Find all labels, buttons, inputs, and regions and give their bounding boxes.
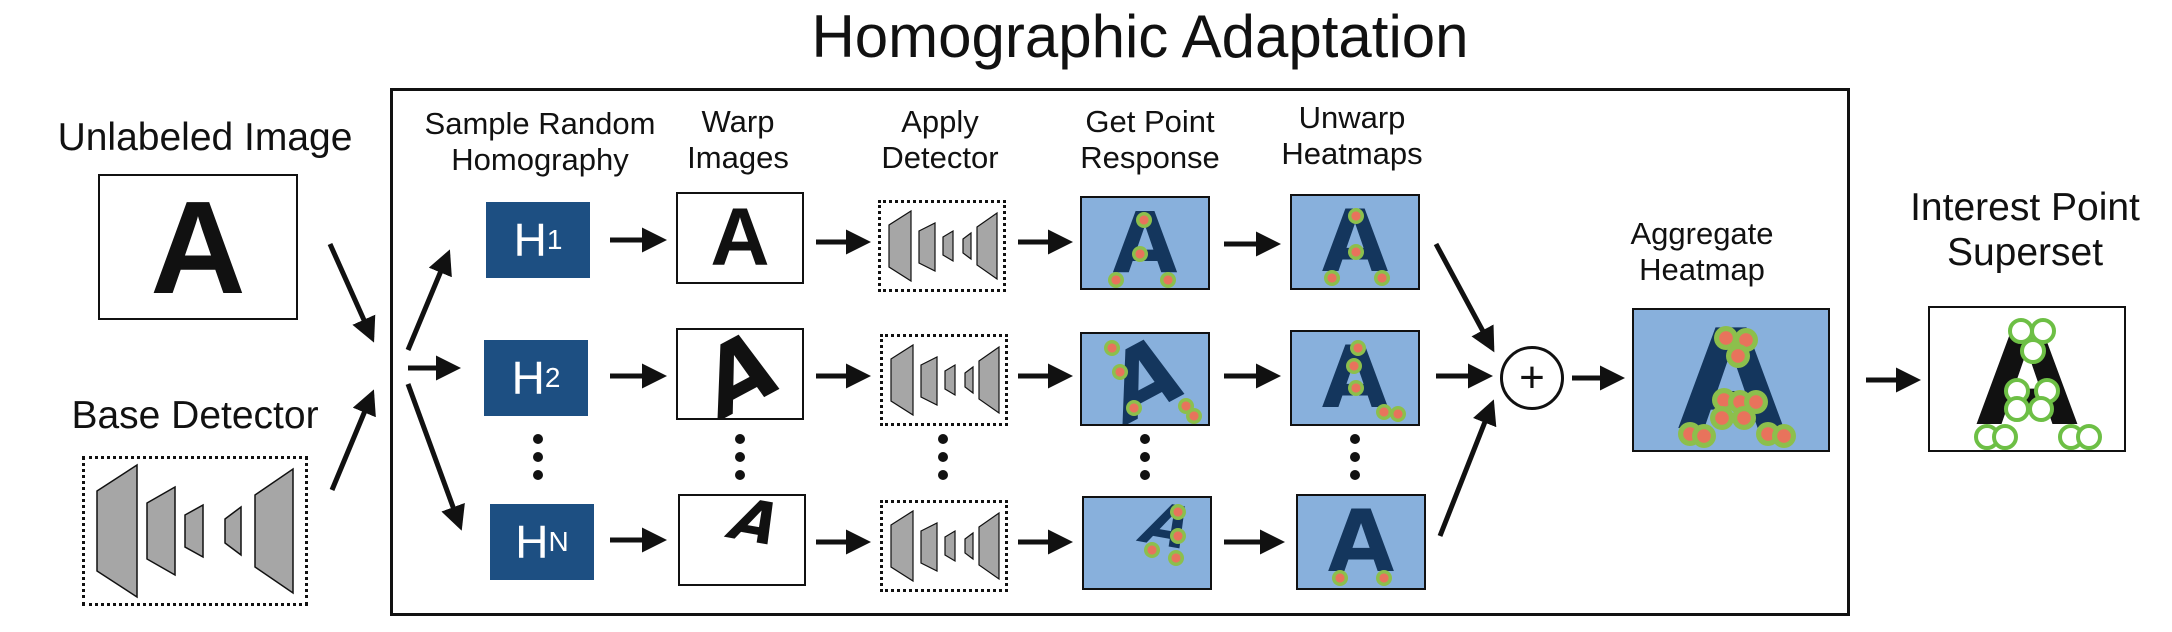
homography-h2-sub: 2 xyxy=(544,362,561,393)
homography-h1-sub: 1 xyxy=(546,224,563,255)
arrow-detector-in xyxy=(329,389,376,491)
continuation-dots xyxy=(735,434,745,488)
keypoint xyxy=(1348,208,1364,224)
continuation-dots xyxy=(1350,434,1360,488)
warped-image-1: A xyxy=(676,192,804,284)
continuation-dots xyxy=(1140,434,1150,488)
column-sample-homography: Sample Random Homography xyxy=(424,106,656,177)
continuation-dots xyxy=(533,434,543,488)
process-frame xyxy=(390,88,1850,616)
unlabeled-image-box: A xyxy=(98,174,298,320)
keypoint xyxy=(1132,246,1148,262)
keypoint xyxy=(1772,424,1796,448)
keypoint xyxy=(1376,404,1392,420)
arrow-unwarpn-sum xyxy=(1437,399,1497,537)
keypoint xyxy=(1112,364,1128,380)
homography-hn-base: H xyxy=(515,516,549,568)
homography-h2-base: H xyxy=(511,352,545,404)
detector-network-icon-small xyxy=(888,209,998,283)
sum-node: + xyxy=(1500,346,1564,410)
warped-image-n: A xyxy=(678,494,806,586)
base-detector-box xyxy=(82,456,308,606)
keypoint xyxy=(1348,244,1364,260)
aggregate-heatmap-label: Aggregate Heatmap xyxy=(1630,216,1774,287)
keypoint xyxy=(1332,570,1348,586)
keypoint xyxy=(1350,340,1366,356)
keypoint xyxy=(1160,272,1176,288)
column-apply-detector: Apply Detector xyxy=(881,104,999,175)
apply-detector-1 xyxy=(878,200,1006,292)
superset-point xyxy=(2076,424,2102,450)
interest-point-superset-box: A xyxy=(1928,306,2126,452)
detector-network-icon-small xyxy=(890,343,1000,417)
keypoint xyxy=(1692,424,1716,448)
detector-network-icon-small xyxy=(890,509,1000,583)
keypoint xyxy=(1170,504,1186,520)
keypoint xyxy=(1324,270,1340,286)
diagram-title: Homographic Adaptation xyxy=(811,3,1469,70)
keypoint xyxy=(1710,406,1734,430)
interest-point-superset-label: Interest Point Superset xyxy=(1910,186,2140,274)
keypoint xyxy=(1390,406,1406,422)
unwarped-heatmap-n: A xyxy=(1296,494,1426,590)
unlabeled-image-label: Unlabeled Image xyxy=(57,116,353,159)
keypoint xyxy=(1186,408,1202,424)
unwarped-heatmap-1: A xyxy=(1290,194,1420,290)
keypoint xyxy=(1376,570,1392,586)
arrow-image-in xyxy=(327,242,376,343)
homography-hn-sub: N xyxy=(548,526,569,557)
aggregate-heatmap: A xyxy=(1632,308,1830,452)
letter-a-glyph: A xyxy=(150,174,246,320)
arrow-split-hn xyxy=(405,383,465,531)
warped-letter-1: A xyxy=(710,192,770,283)
keypoint xyxy=(1732,406,1756,430)
apply-detector-n xyxy=(880,500,1008,592)
base-detector-label: Base Detector xyxy=(71,394,319,437)
unwarped-heatmap-2: A xyxy=(1290,330,1420,426)
apply-detector-2 xyxy=(880,334,1008,426)
arrow-split-h1 xyxy=(405,249,452,351)
keypoint xyxy=(1108,272,1124,288)
keypoint xyxy=(1136,212,1152,228)
continuation-dots xyxy=(938,434,948,488)
keypoint xyxy=(1104,340,1120,356)
column-warp-images: Warp Images xyxy=(687,104,789,175)
point-response-1: A xyxy=(1080,196,1210,290)
keypoint xyxy=(1374,270,1390,286)
column-unwarp-heatmaps: Unwarp Heatmaps xyxy=(1281,100,1423,171)
superset-point xyxy=(2028,396,2054,422)
superset-point xyxy=(2004,396,2030,422)
keypoint xyxy=(1170,528,1186,544)
keypoint xyxy=(1348,380,1364,396)
keypoint xyxy=(1126,400,1142,416)
arrow-unwarp1-sum xyxy=(1433,242,1495,353)
keypoint xyxy=(1346,358,1362,374)
superset-point xyxy=(2020,338,2046,364)
superset-point xyxy=(1992,424,2018,450)
point-response-n: A xyxy=(1082,496,1212,590)
column-get-point-response: Get Point Response xyxy=(1080,104,1220,175)
keypoint xyxy=(1168,550,1184,566)
warped-image-2: A xyxy=(676,328,804,420)
homography-h1-base: H xyxy=(513,214,547,266)
detector-network-icon xyxy=(96,463,294,599)
keypoint xyxy=(1144,542,1160,558)
point-response-2: A xyxy=(1080,332,1210,426)
keypoint xyxy=(1726,344,1750,368)
